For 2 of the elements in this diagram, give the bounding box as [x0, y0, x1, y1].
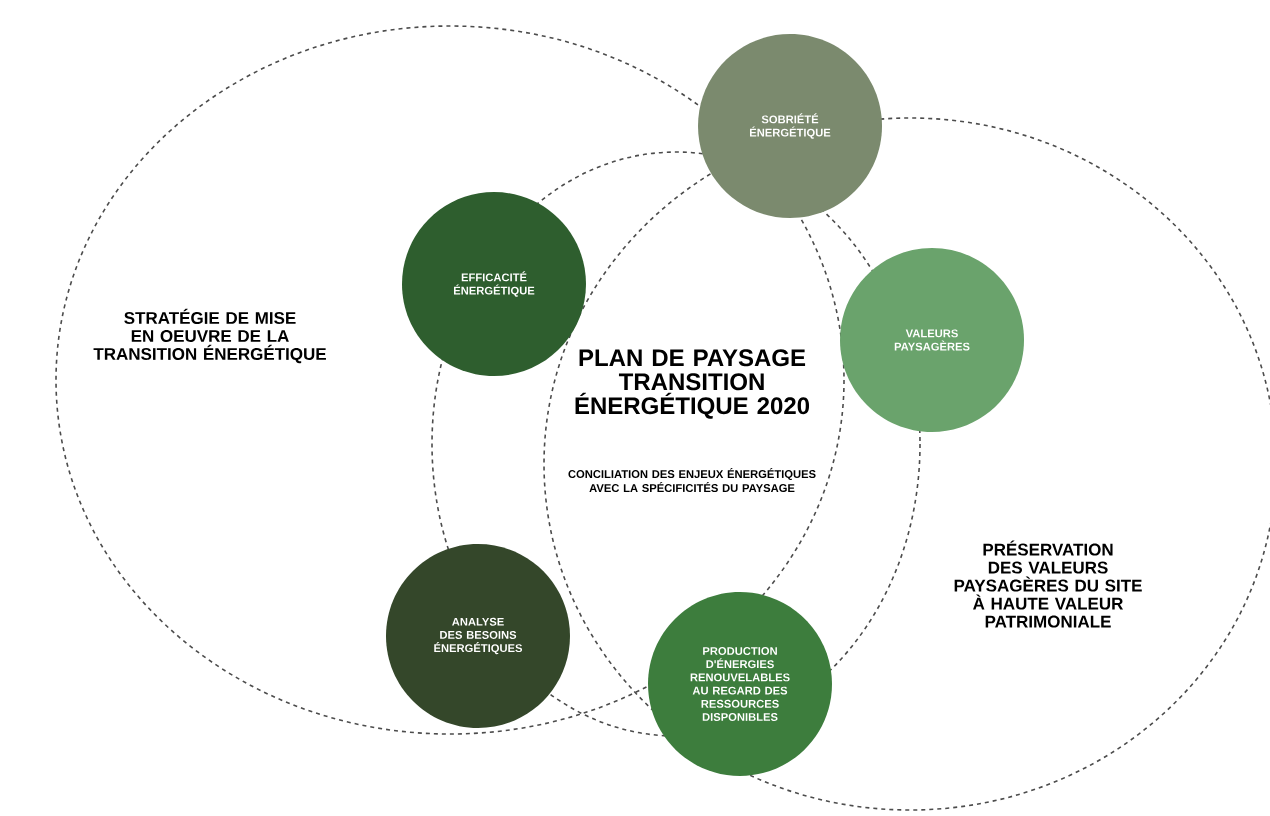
ellipse-label: PRÉSERVATION DES VALEURS PAYSAGÈRES DU SITE À HAUTE VALEUR PATRIMONIALE — [954, 540, 1142, 628]
ellipse-label: STRATÉGIE DE MISE EN OEUVRE DE LA TRANSITION ÉNERGÉTIQUE — [93, 308, 326, 364]
